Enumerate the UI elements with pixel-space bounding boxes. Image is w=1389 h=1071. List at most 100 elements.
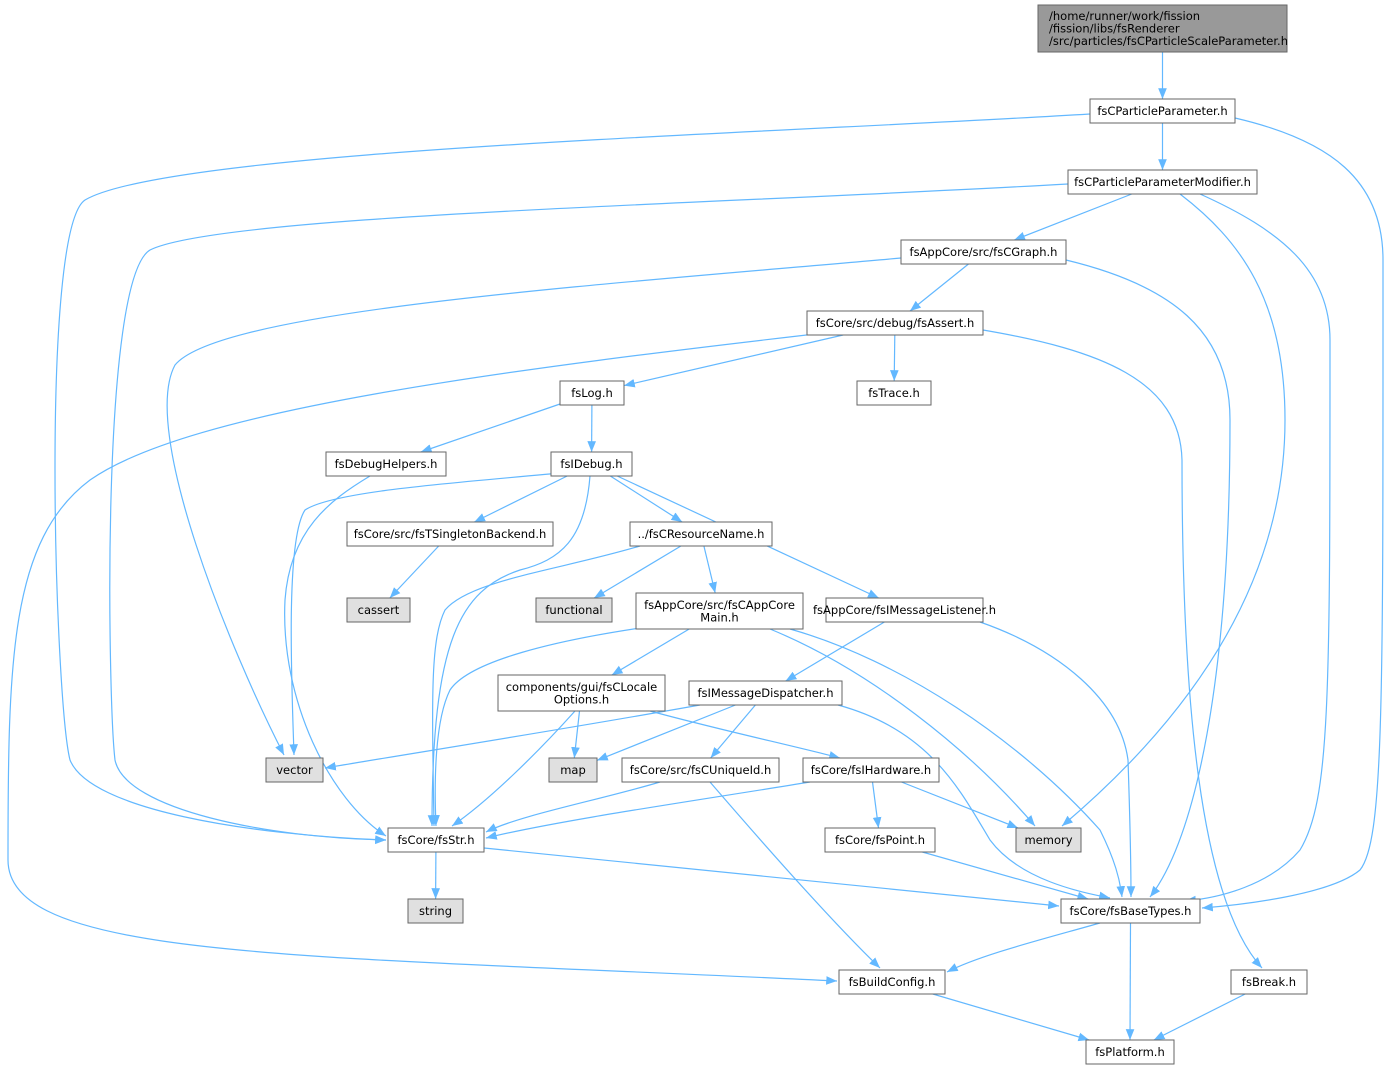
node-singleton[interactable]: fsCore/src/fsTSingletonBackend.h [346, 521, 554, 547]
edge-particle-param-mod-to-memory [1061, 193, 1286, 827]
edge-particle-param-mod-to-str [109, 183, 1069, 845]
node-msgdispatcher[interactable]: fsIMessageDispatcher.h [688, 680, 843, 706]
node-msglistener[interactable]: fsAppCore/fsIMessageListener.h [813, 597, 996, 623]
node-box [900, 239, 1067, 265]
edge-resname-to-appcoremain [703, 545, 717, 594]
node-label: fsTrace.h [868, 386, 920, 400]
node-box [802, 757, 940, 783]
node-label: fsLog.h [571, 386, 613, 400]
edge-msgdispatcher-to-basetypes [837, 704, 1111, 901]
node-label: fsIMessageDispatcher.h [697, 686, 833, 700]
node-box [629, 521, 773, 547]
node-particle-param-mod[interactable]: fsCParticleParameterModifier.h [1067, 169, 1258, 195]
edge-idebug-to-vector [289, 471, 571, 756]
node-label: fsAppCore/src/fsCAppCore [644, 598, 795, 612]
node-debughelpers[interactable]: fsDebugHelpers.h [325, 451, 447, 477]
edge-layer [7, 52, 1384, 1042]
edge-assert-to-buildconfig [7, 329, 851, 985]
node-label: functional [545, 603, 602, 617]
node-root: /home/runner/work/fission/fission/libs/f… [1037, 4, 1288, 53]
edge-basetypes-to-buildconfig [946, 922, 1101, 973]
node-basetypes[interactable]: fsCore/fsBaseTypes.h [1060, 898, 1201, 924]
node-uniqueid[interactable]: fsCore/src/fsCUniqueId.h [621, 757, 780, 783]
edge-buildconfig-to-platform [932, 993, 1090, 1042]
node-box [1230, 969, 1308, 995]
node-box [1089, 98, 1236, 124]
node-label: fsPlatform.h [1095, 1045, 1164, 1059]
node-box [497, 674, 666, 712]
node-box [325, 451, 447, 477]
node-label: cassert [358, 603, 400, 617]
node-label: Main.h [700, 610, 738, 624]
edge-cgraph-to-basetypes [1065, 259, 1231, 898]
node-trace[interactable]: fsTrace.h [856, 380, 932, 406]
node-box [824, 827, 936, 853]
edge-hardware-to-str [485, 781, 811, 840]
edge-uniqueid-to-buildconfig [709, 781, 881, 969]
node-hardware[interactable]: fsCore/fsIHardware.h [802, 757, 940, 783]
edge-locale-to-str [451, 710, 576, 827]
node-assert[interactable]: fsCore/src/debug/fsAssert.h [806, 310, 984, 336]
node-break[interactable]: fsBreak.h [1230, 969, 1308, 995]
node-label: fsDebugHelpers.h [335, 457, 438, 471]
edge-msgdispatcher-to-map [596, 704, 736, 761]
node-log[interactable]: fsLog.h [559, 380, 625, 406]
node-point[interactable]: fsCore/fsPoint.h [824, 827, 936, 853]
node-label: string [419, 904, 452, 918]
node-box [550, 451, 633, 477]
node-label: fsCore/fsPoint.h [835, 833, 925, 847]
edge-point-to-basetypes [922, 851, 1089, 901]
edge-log-to-debughelpers [420, 403, 561, 453]
edge-singleton-to-cassert [389, 545, 440, 599]
node-box [825, 597, 984, 623]
edge-msglistener-to-basetypes [979, 621, 1136, 898]
edge-uniqueid-to-str [485, 781, 661, 833]
node-label: /home/runner/work/fission [1049, 9, 1200, 23]
node-layer: /home/runner/work/fission/fission/libs/f… [265, 4, 1308, 1065]
edge-appcoremain-to-str [431, 627, 641, 827]
edge-appcoremain-to-memory [769, 628, 1036, 827]
node-buildconfig[interactable]: fsBuildConfig.h [838, 969, 946, 995]
node-box [838, 969, 946, 995]
node-label: fsBreak.h [1242, 975, 1296, 989]
edge-locale-to-map [571, 710, 581, 759]
node-str[interactable]: fsCore/fsStr.h [387, 827, 485, 853]
node-box [559, 380, 625, 406]
node-cgraph[interactable]: fsAppCore/src/fsCGraph.h [900, 239, 1067, 265]
node-box [635, 592, 804, 630]
edge-idebug-to-singleton [474, 475, 568, 523]
node-label: /fission/libs/fsRenderer [1049, 22, 1180, 36]
node-label: fsCore/src/debug/fsAssert.h [816, 316, 974, 330]
node-resname[interactable]: ../fsCResourceName.h [629, 521, 773, 547]
node-label: components/gui/fsCLocale [506, 680, 658, 694]
edge-str-to-basetypes [483, 847, 1060, 910]
edge-cgraph-to-vector [166, 257, 902, 756]
node-label: vector [276, 763, 313, 777]
node-box [1085, 1039, 1175, 1065]
edge-appcoremain-to-basetypes [789, 628, 1126, 898]
edge-assert-to-break [982, 329, 1263, 969]
node-box [387, 827, 485, 853]
node-cassert: cassert [346, 597, 411, 623]
node-label: fsAppCore/src/fsCGraph.h [910, 245, 1058, 259]
node-platform[interactable]: fsPlatform.h [1085, 1039, 1175, 1065]
edge-hardware-to-point [871, 781, 882, 829]
node-particle-param[interactable]: fsCParticleParameter.h [1089, 98, 1236, 124]
node-idebug[interactable]: fsIDebug.h [550, 451, 633, 477]
edge-idebug-to-resname [609, 475, 683, 523]
edge-assert-to-log [623, 334, 844, 388]
edge-locale-to-hardware [649, 710, 841, 760]
edge-basetypes-to-platform [1125, 922, 1135, 1041]
edge-particle-param-to-str [54, 113, 1091, 844]
edge-particle-param-to-basetypes [1201, 117, 1384, 912]
node-label: fsCore/src/fsTSingletonBackend.h [354, 527, 547, 541]
edge-cgraph-to-assert [909, 263, 969, 312]
edge-particle-param-mod-to-cgraph [1013, 193, 1133, 241]
node-label: memory [1024, 833, 1072, 847]
node-label: fsCore/fsBaseTypes.h [1070, 904, 1192, 918]
node-label: fsBuildConfig.h [849, 975, 936, 989]
node-box [806, 310, 984, 336]
